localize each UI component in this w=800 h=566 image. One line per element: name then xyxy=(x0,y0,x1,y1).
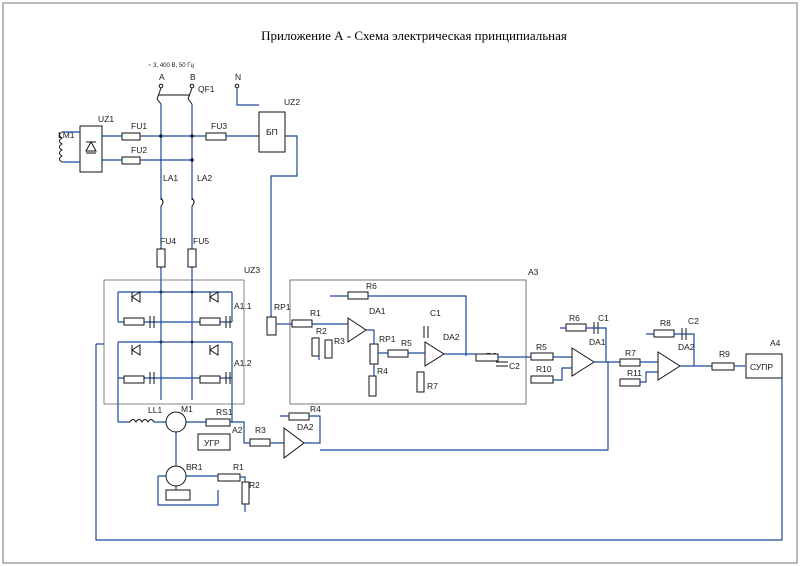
r3-bottom-label: R3 xyxy=(255,425,266,435)
fu5-label: FU5 xyxy=(193,236,209,246)
a11-label: A1.1 xyxy=(234,301,252,311)
da2-left-label: DA2 xyxy=(443,332,460,342)
c2-left-label: C2 xyxy=(509,361,520,371)
rs1-label: RS1 xyxy=(216,407,233,417)
r5-right-label: R5 xyxy=(536,342,547,352)
uz1-label: UZ1 xyxy=(98,114,114,124)
c1-left-label: C1 xyxy=(430,308,441,318)
r7-right-label: R7 xyxy=(625,348,636,358)
br1-label: BR1 xyxy=(186,462,203,472)
speed-regulator: R5 R10 R6 C1 DA1 xyxy=(526,313,622,384)
la1-label: LA1 xyxy=(163,173,178,183)
rp1-left-label: RP1 xyxy=(274,302,291,312)
r11-label: R11 xyxy=(627,368,642,378)
motor-circuit: LL1 M1 RS1 A2 УГР R3 R4 DA2 BR1 R1 R2 xyxy=(95,343,783,541)
r6-right-label: R6 xyxy=(569,313,580,323)
r1-label: R1 xyxy=(310,308,321,318)
qf1-label: QF1 xyxy=(198,84,215,94)
uz1-rectifier: UZ1 LM1 xyxy=(58,114,114,173)
da1-left-label: DA1 xyxy=(369,306,386,316)
r2-bottom-label: R2 xyxy=(249,480,260,490)
sensors-la1-la2: LA1 LA2 xyxy=(160,173,212,280)
r6-left-label: R6 xyxy=(366,281,377,291)
fuse-fu3-and-bp: FU3 UZ2 БП xyxy=(161,97,300,318)
r4-left-label: R4 xyxy=(377,366,388,376)
neutral-wire xyxy=(236,88,259,106)
phase-busbars xyxy=(160,104,193,200)
ll1-label: LL1 xyxy=(148,405,162,415)
c2-right-label: C2 xyxy=(688,316,699,326)
uz3-converter: UZ3 A1.1 A1.2 xyxy=(103,265,260,422)
current-regulator: R7 R11 R8 C2 DA2 R9 A4 СУПР xyxy=(619,316,783,387)
r3-label: R3 xyxy=(334,336,345,346)
neutral-label: N xyxy=(235,72,241,82)
diagram-title: Приложение А - Схема электрическая принц… xyxy=(261,28,567,43)
supply-note: ~ 3, 400 В, 50 Гц xyxy=(148,63,194,69)
lm1-label: LM1 xyxy=(58,130,75,140)
r9-label: R9 xyxy=(719,349,730,359)
fu1-label: FU1 xyxy=(131,121,147,131)
a4-label: A4 xyxy=(770,338,781,348)
phase-b-label: B xyxy=(190,72,196,82)
r2-label: R2 xyxy=(316,326,327,336)
r8-right-label: R8 xyxy=(660,318,671,328)
bp-label: БП xyxy=(266,127,278,137)
fuses-fu4-fu5: FU4 FU5 xyxy=(156,236,209,268)
fuses-fu1-fu2: FU1 FU2 xyxy=(102,121,194,165)
breaker-qf1: QF1 xyxy=(156,84,215,105)
a2-label: A2 xyxy=(232,425,243,435)
ugr-label: УГР xyxy=(204,438,220,448)
uz2-label: UZ2 xyxy=(284,97,300,107)
la2-label: LA2 xyxy=(197,173,212,183)
m1-label: M1 xyxy=(181,404,193,414)
uz3-label: UZ3 xyxy=(244,265,260,275)
da1-right-label: DA1 xyxy=(589,337,606,347)
da2-bottom-label: DA2 xyxy=(297,422,314,432)
c1-right-label: C1 xyxy=(598,313,609,323)
r5-left-label: R5 xyxy=(401,338,412,348)
fu4-label: FU4 xyxy=(160,236,176,246)
fu2-label: FU2 xyxy=(131,145,147,155)
r10-label: R10 xyxy=(536,364,552,374)
phase-a-label: A xyxy=(159,72,165,82)
supr-label: СУПР xyxy=(750,362,773,372)
a12-label: A1.2 xyxy=(234,358,252,368)
fu3-label: FU3 xyxy=(211,121,227,131)
a3-regulator: A3 RP1 R1 R2 R3 R6 DA1 RP1 R4 R5 C1 DA2 … xyxy=(266,267,539,405)
r7-left-label: R7 xyxy=(427,381,438,391)
r4-bottom-label: R4 xyxy=(310,404,321,414)
a3-label: A3 xyxy=(528,267,539,277)
supply-inputs: A B N xyxy=(158,72,241,89)
da2-right-label: DA2 xyxy=(678,342,695,352)
r1-bottom-label: R1 xyxy=(233,462,244,472)
rp1-mid-label: RP1 xyxy=(379,334,396,344)
